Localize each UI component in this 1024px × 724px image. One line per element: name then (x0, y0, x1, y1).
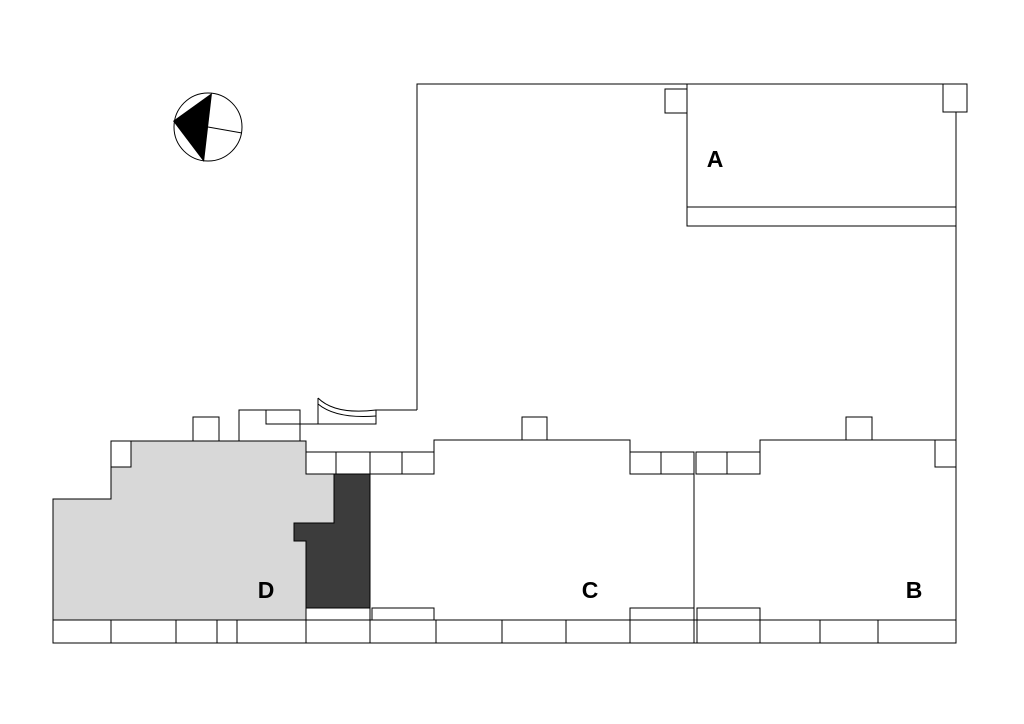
unit-label-b: B (906, 577, 923, 603)
north-arrow-icon (173, 92, 243, 162)
balcony-strip (52, 607, 957, 644)
unit-c (370, 439, 695, 620)
unit-a (664, 83, 968, 227)
site-boundary (416, 83, 968, 440)
stair-core (293, 473, 371, 609)
entrance-canopy (300, 397, 417, 425)
unit-d-area (52, 440, 335, 621)
corridor-cells (110, 409, 957, 475)
unit-label-d: D (258, 577, 275, 603)
unit-label-c: C (582, 577, 599, 603)
unit-label-a: A (707, 146, 724, 172)
